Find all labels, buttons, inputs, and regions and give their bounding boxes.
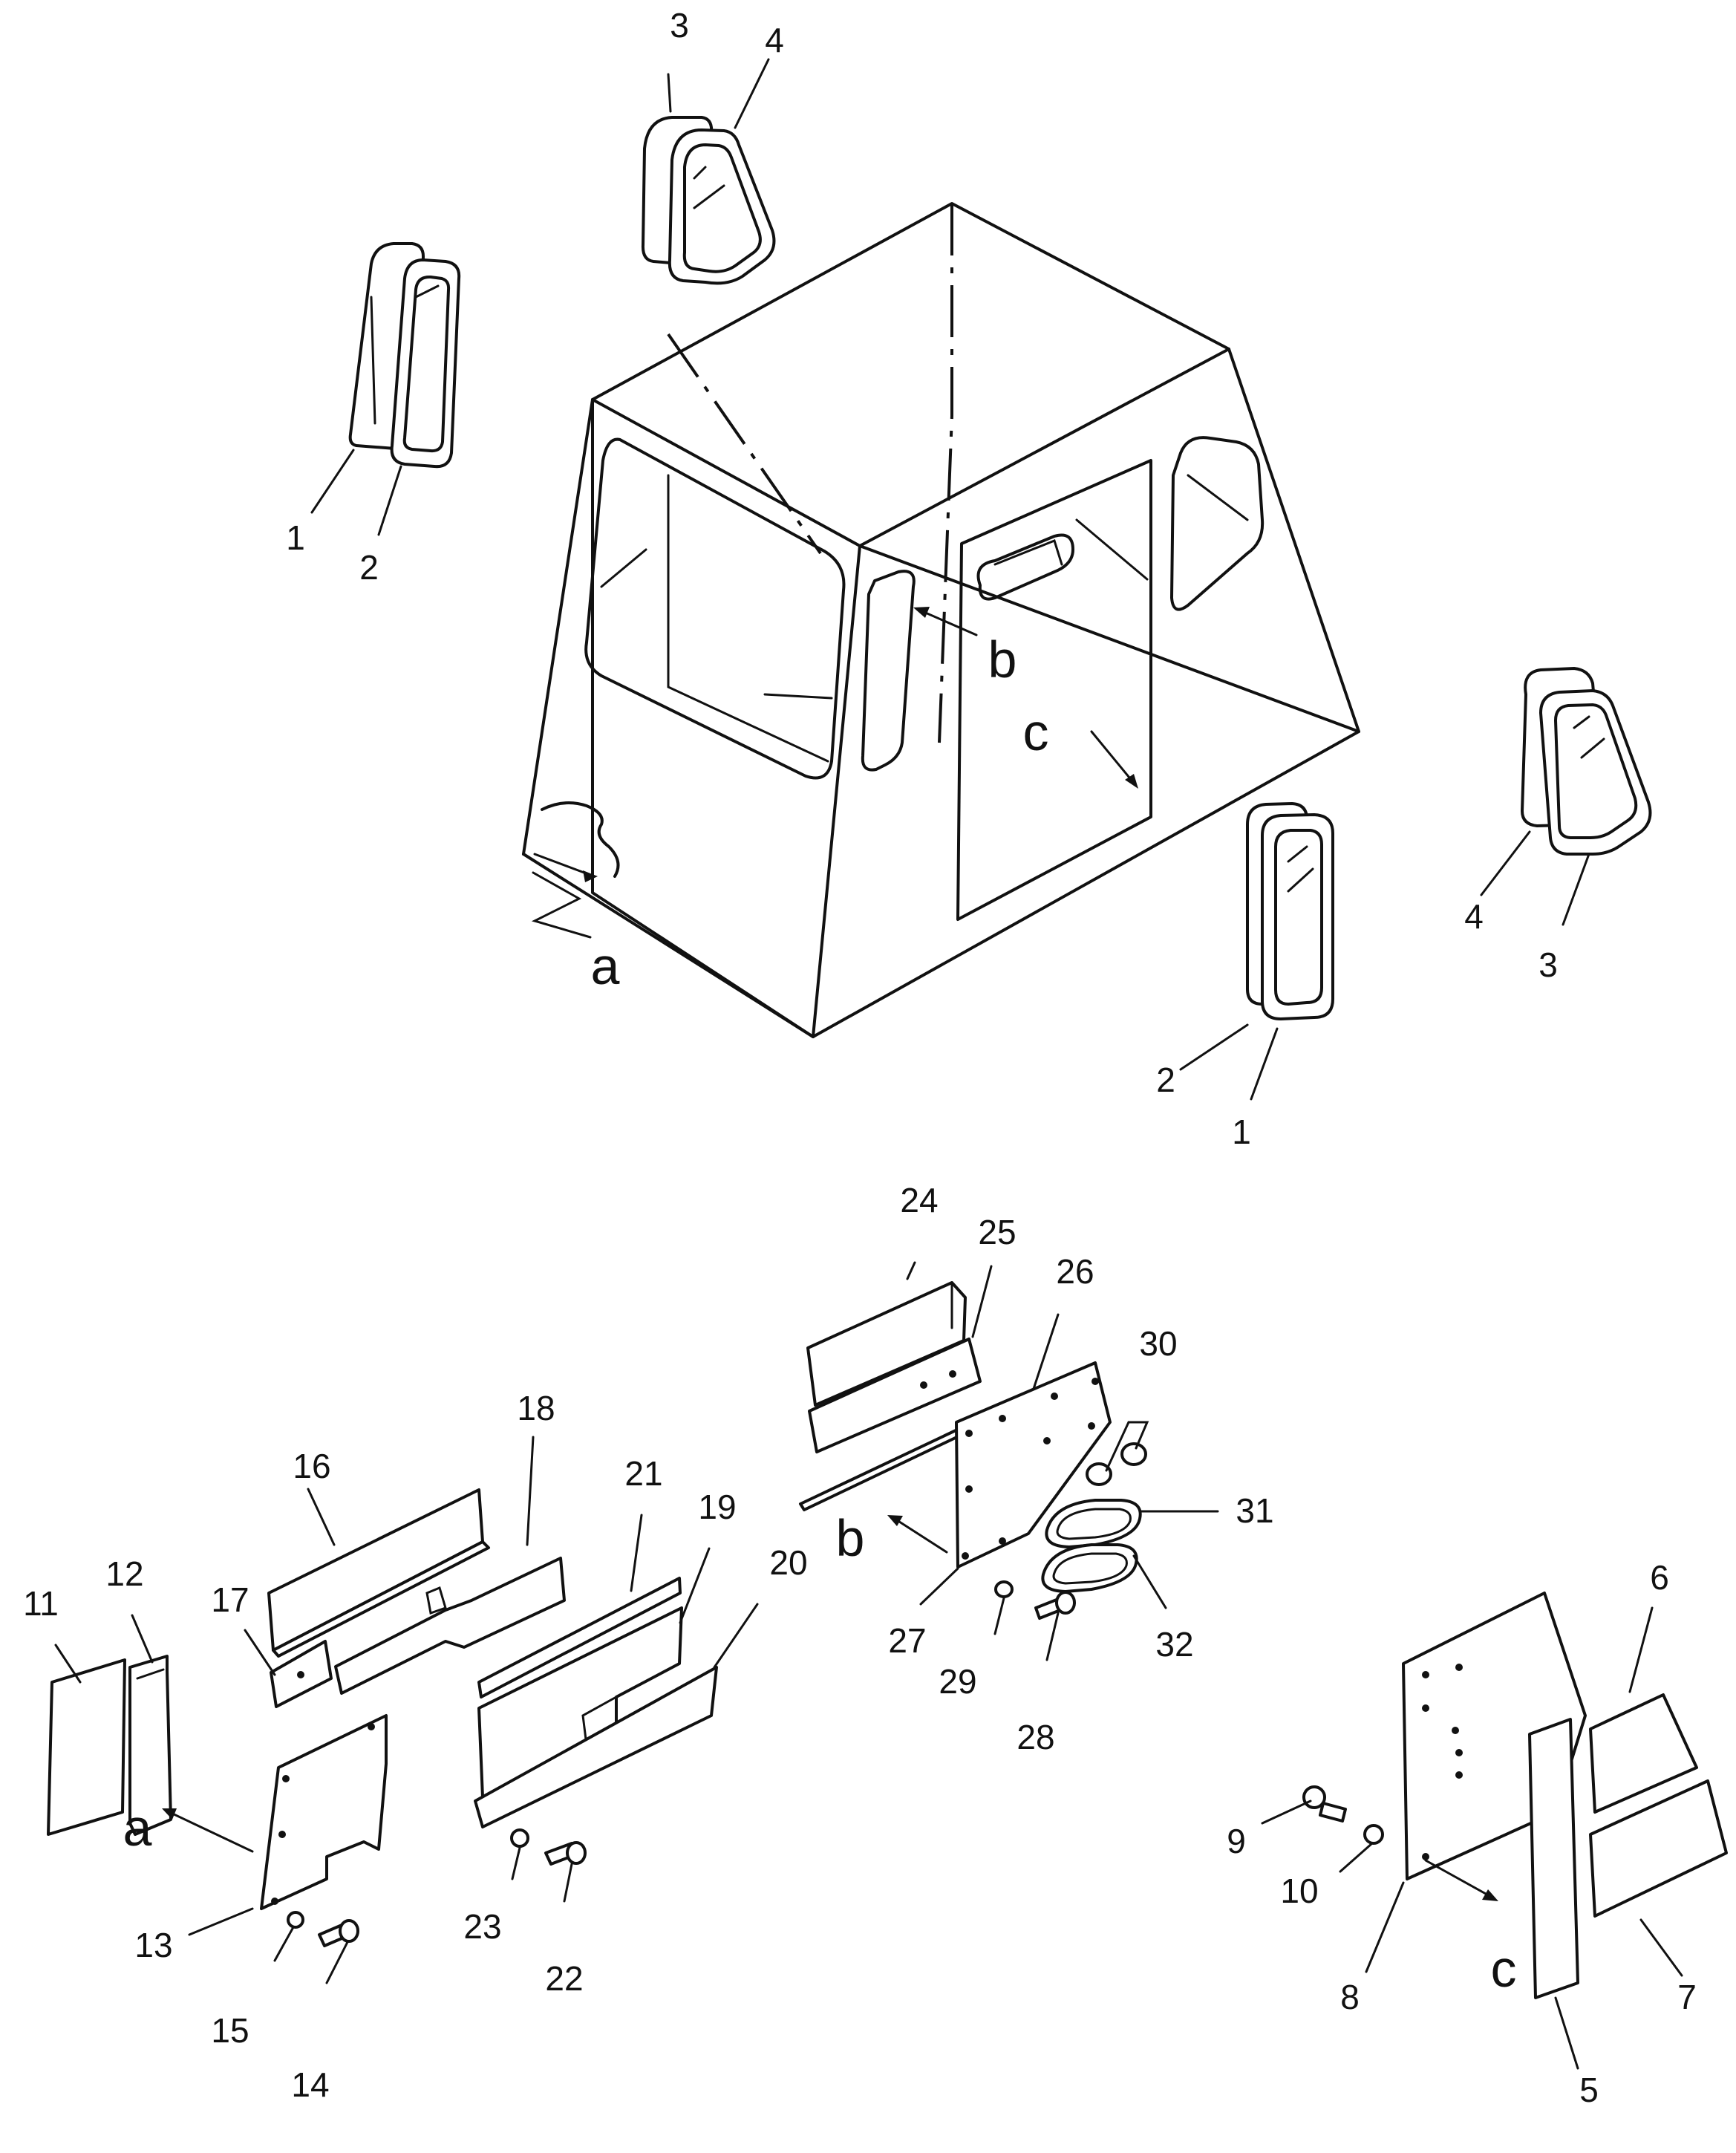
part-number-30: 30: [1139, 1324, 1177, 1363]
panel-group-b: [799, 1281, 1112, 1569]
part-number-28: 28: [1017, 1718, 1054, 1756]
part-number-3: 3: [670, 6, 689, 45]
part-number-9: 9: [1227, 1822, 1246, 1860]
part-number-14: 14: [291, 2065, 329, 2104]
view-ref-a: a: [591, 937, 620, 995]
part-number-3: 3: [1538, 945, 1558, 984]
part-number-24: 24: [900, 1181, 938, 1219]
window-glass-assembly-right: [1521, 667, 1652, 856]
part-number-32: 32: [1155, 1625, 1193, 1664]
part-number-2: 2: [359, 548, 379, 587]
view-ref-b: b: [988, 631, 1017, 688]
part-number-17: 17: [211, 1580, 249, 1619]
part-number-10: 10: [1280, 1872, 1318, 1910]
part-number-4: 4: [765, 21, 784, 59]
part-number-6: 6: [1650, 1558, 1669, 1597]
window-glass-assembly-top: [641, 116, 776, 285]
leader-lines: [54, 58, 1683, 2070]
part-number-25: 25: [978, 1213, 1016, 1251]
window-glass-assembly-right-lower: [1246, 802, 1334, 1020]
part-number-27: 27: [888, 1621, 926, 1660]
part-number-29: 29: [939, 1662, 976, 1701]
part-number-26: 26: [1056, 1252, 1094, 1291]
view-ref-b: b: [836, 1509, 865, 1567]
part-number-1: 1: [286, 518, 305, 557]
part-number-23: 23: [463, 1907, 501, 1946]
part-number-31: 31: [1236, 1491, 1273, 1530]
part-number-7: 7: [1677, 1978, 1697, 2016]
panel-group-c: [1302, 1592, 1728, 1999]
part-number-16: 16: [293, 1447, 330, 1485]
part-number-13: 13: [134, 1926, 172, 1964]
view-arrows: [162, 607, 1498, 1901]
part-number-19: 19: [698, 1488, 736, 1526]
part-number-4: 4: [1464, 897, 1484, 936]
part-number-18: 18: [517, 1389, 555, 1427]
part-number-5: 5: [1579, 2071, 1599, 2109]
part-number-2: 2: [1156, 1061, 1175, 1099]
part-number-22: 22: [545, 1959, 583, 1998]
view-ref-c: c: [1491, 1940, 1517, 1998]
part-number-11: 11: [23, 1584, 59, 1623]
view-ref-a: a: [123, 1799, 152, 1857]
part-number-12: 12: [105, 1554, 143, 1593]
part-number-8: 8: [1340, 1978, 1360, 2016]
panel-group-a: [47, 1488, 718, 1947]
hardware-group-b: [994, 1442, 1147, 1620]
part-number-1: 1: [1232, 1113, 1251, 1151]
window-glass-assembly-left: [348, 242, 461, 469]
cab-body: [522, 202, 1360, 1038]
part-number-21: 21: [624, 1454, 662, 1493]
part-number-15: 15: [211, 2011, 249, 2050]
part-number-20: 20: [769, 1543, 807, 1582]
view-ref-c: c: [1023, 703, 1049, 761]
